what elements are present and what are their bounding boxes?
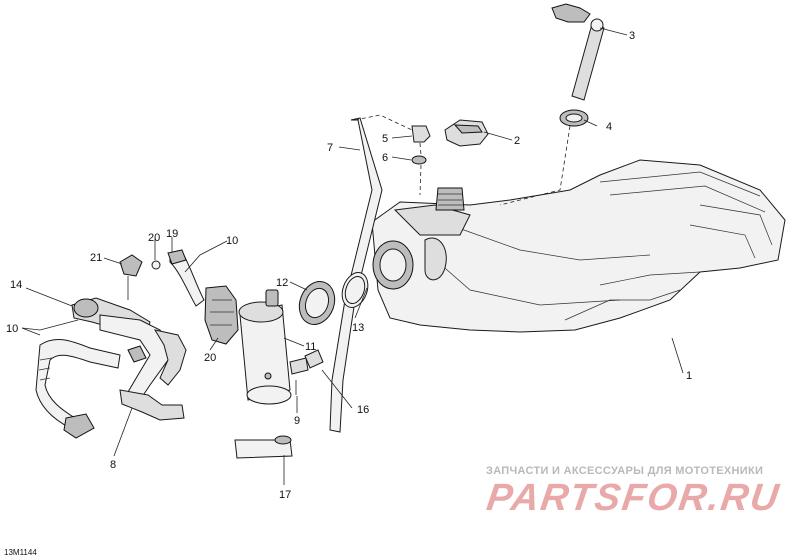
callout-labels: 1 2 3 4 5 6 7 8 9 10 10 11 12 13 14 16 1… [4,30,692,557]
fuel-filter [234,435,293,459]
fuel-tank [371,159,786,333]
drawing-id: 13M1144 [4,548,37,557]
callout-4: 4 [606,121,612,133]
callout-19: 19 [166,228,178,240]
fuel-line-fitting [295,349,324,395]
callout-11: 11 [305,341,316,353]
callout-7: 7 [327,142,333,154]
watermark-subtitle: ЗАПЧАСТИ И АКСЕССУАРЫ ДЛЯ МОТОТЕХНИКИ [486,465,764,477]
callout-8: 8 [110,459,116,471]
filler-neck [551,3,605,127]
callout-21: 21 [90,252,102,264]
callout-20-bottom: 20 [204,352,216,364]
callout-6: 6 [382,152,388,164]
callout-10-top: 10 [226,235,238,247]
callout-12: 12 [276,277,288,289]
callout-13: 13 [352,322,364,334]
callout-16: 16 [357,404,369,416]
watermark-logo: PARTSFOR.RU [484,477,783,519]
pump-seal [341,272,369,308]
callout-10-left: 10 [6,323,18,335]
callout-17: 17 [279,489,291,501]
callout-20-top: 20 [148,232,160,244]
callout-9: 9 [294,415,300,427]
callout-14: 14 [10,279,22,291]
callout-3: 3 [629,30,635,42]
fuel-pump-module [204,285,309,405]
fuel-hose-assembly [35,251,205,439]
callout-2: 2 [514,135,520,147]
callout-1: 1 [686,370,692,382]
locking-ring [298,281,336,325]
hose-clamp [119,249,187,277]
leader-lines [21,27,684,485]
vent-fitting [411,125,431,165]
callout-5: 5 [382,133,388,145]
fuel-cap [444,119,489,147]
